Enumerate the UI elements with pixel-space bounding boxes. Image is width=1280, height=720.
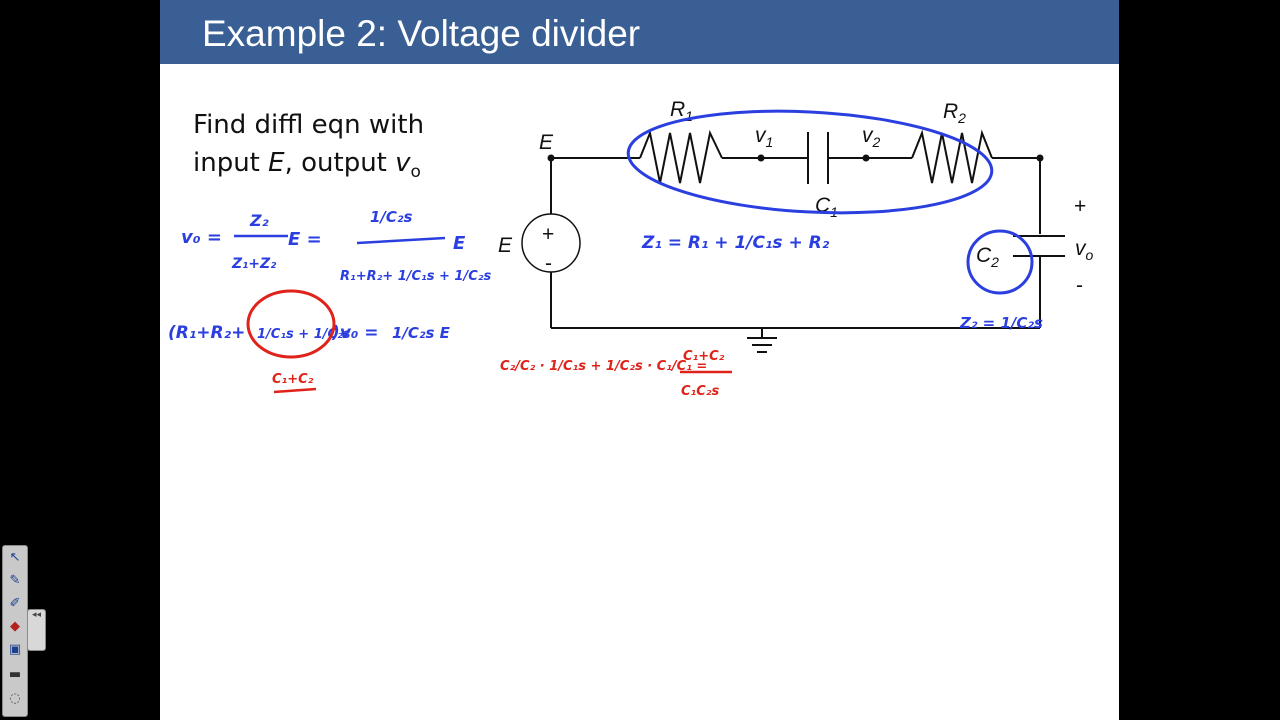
c2-sub: 2 xyxy=(990,254,999,270)
v1-sub: 1 xyxy=(766,134,774,150)
eraser-icon[interactable]: ◆ xyxy=(10,619,20,634)
eq1-rhs-num: 1/C₂s xyxy=(370,208,412,226)
prompt-output-sub: o xyxy=(410,162,421,183)
eq1-rhs-e: E xyxy=(453,233,466,254)
eq1-lhs: v₀ = xyxy=(181,227,222,248)
text-tool-icon[interactable]: ▣ xyxy=(8,642,22,657)
eq2-circled-term: 1/C₁s + 1/C₂s xyxy=(257,327,351,342)
eq2-lhs: (R₁+R₂+ xyxy=(168,323,245,343)
prompt-output-text: , output xyxy=(284,148,396,178)
v1-letter: v xyxy=(755,124,767,147)
circuit-nodes xyxy=(547,154,1044,162)
eq2-rhs: 1/C₂s E xyxy=(392,324,451,342)
prompt-line-1: Find diffl eqn with xyxy=(193,110,425,140)
red-result-den: C₁C₂s xyxy=(681,384,719,399)
z2-equation: Z₂ = 1/C₂s xyxy=(959,314,1043,332)
toolbar-collapse-handle[interactable]: ◂◂ xyxy=(27,609,46,651)
r2-label: R2 xyxy=(943,100,966,126)
red-result-num: C₁+C₂ xyxy=(683,349,725,364)
title-bar: Example 2: Voltage divider xyxy=(160,0,1119,64)
eq1-num: Z₂ xyxy=(249,211,269,230)
collapse-arrows-icon: ◂◂ xyxy=(31,610,42,620)
r1-letter: R xyxy=(670,98,685,121)
r1-sub: 1 xyxy=(685,108,693,124)
select-arrow-icon[interactable]: ↖ xyxy=(9,550,21,565)
source-plus: + xyxy=(542,223,554,246)
circuit-diagram: E E + - R1 R2 v1 v2 C1 C2 + - vo Z₁ = R₁… xyxy=(168,98,1094,399)
output-plus: + xyxy=(1074,195,1086,218)
z1-equation: Z₁ = R₁ + 1/C₁s + R₂ xyxy=(641,233,830,253)
z2-loop-ink xyxy=(966,229,1034,295)
highlighter-icon[interactable]: ✐ xyxy=(9,596,21,611)
v2-sub: 2 xyxy=(872,134,881,150)
node-e-label: E xyxy=(539,131,554,154)
c1-label: C1 xyxy=(815,194,838,220)
red-working: C₂/C₂ · 1/C₁s + 1/C₂s · C₁/C₁ = xyxy=(500,359,707,374)
r1-label: R1 xyxy=(670,98,693,124)
c2-letter: C xyxy=(976,244,992,267)
eq1-den: Z₁+Z₂ xyxy=(231,256,277,272)
v2-label: v2 xyxy=(862,124,881,150)
eq2-underline xyxy=(273,387,317,394)
output-minus: - xyxy=(1076,274,1083,297)
prompt-output-var: v xyxy=(395,148,411,178)
annotation-toolbar: ↖ ✎ ✐ ◆ ▣ ▬ ◌ xyxy=(2,545,28,717)
eq1-rhs-bar xyxy=(356,236,446,245)
problem-statement: Find diffl eqn with input E, output vo xyxy=(193,106,424,191)
prompt-line-2: input E, output vo xyxy=(193,144,424,191)
circuit-wires xyxy=(550,129,1065,353)
eq2-circle-ink xyxy=(246,289,336,359)
source-minus: - xyxy=(545,252,552,275)
prompt-input-text: input xyxy=(193,148,269,178)
r2-sub: 2 xyxy=(957,110,966,126)
v1-label: v1 xyxy=(755,124,773,150)
more-tools-icon[interactable]: ◌ xyxy=(9,691,21,706)
slide-title: Example 2: Voltage divider xyxy=(202,13,641,54)
keyboard-icon[interactable]: ▬ xyxy=(8,667,22,682)
source-e-label: E xyxy=(498,234,513,257)
vo-label: vo xyxy=(1075,237,1094,263)
eq1-rhs-den: R₁+R₂+ 1/C₁s + 1/C₂s xyxy=(340,269,491,284)
eq1-e: E = xyxy=(288,229,322,250)
v2-letter: v xyxy=(862,124,874,147)
r2-letter: R xyxy=(943,100,958,123)
eq2-mid: )v₀ = xyxy=(331,323,378,343)
voltage-source xyxy=(521,213,581,273)
slide: Example 2: Voltage divider Find diffl eq… xyxy=(160,0,1119,720)
eq2-underline-term: C₁+C₂ xyxy=(272,372,314,387)
prompt-input-var: E xyxy=(268,148,285,178)
vo-sub: o xyxy=(1086,247,1094,263)
pen-icon[interactable]: ✎ xyxy=(9,573,21,588)
vo-letter: v xyxy=(1075,237,1087,260)
z1-loop-ink xyxy=(626,109,994,215)
c2-label: C2 xyxy=(976,244,999,270)
